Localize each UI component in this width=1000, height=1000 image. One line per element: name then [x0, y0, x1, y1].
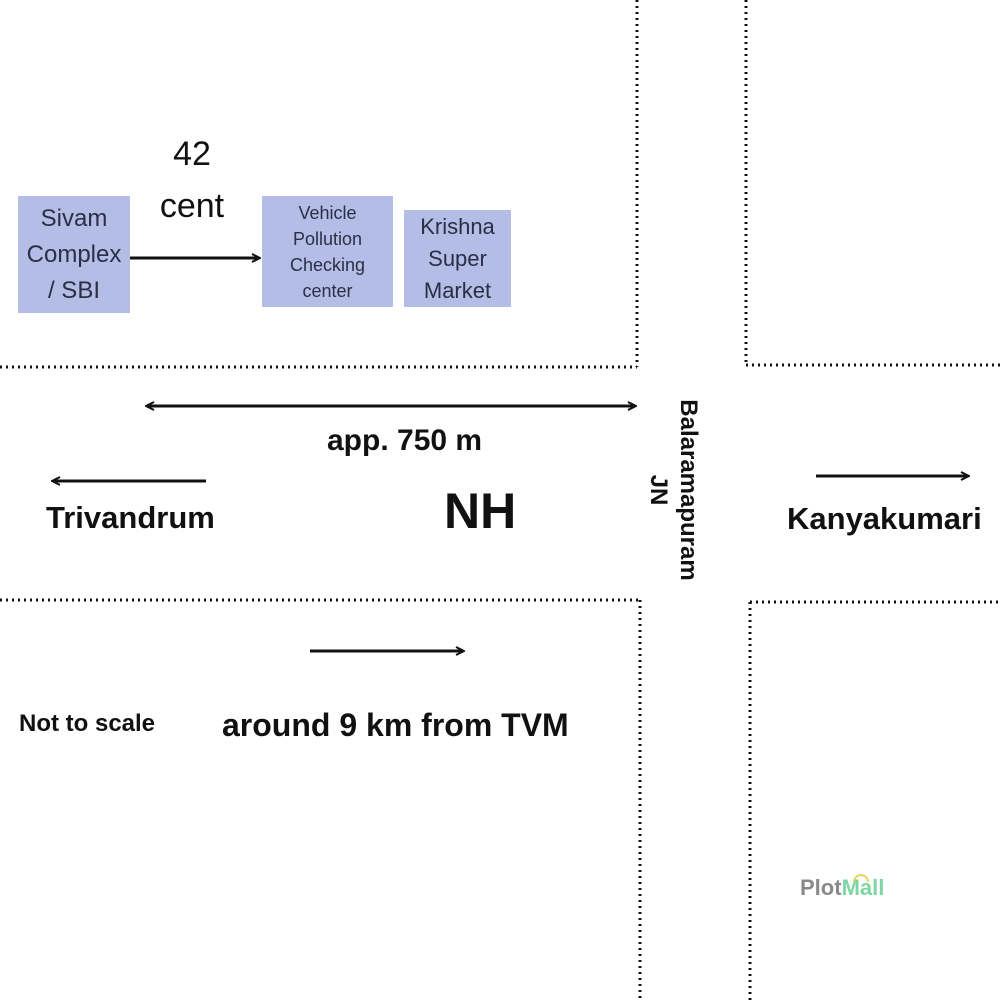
road-label: NH: [444, 483, 517, 539]
logo-part-plot: Plot: [800, 875, 842, 900]
building-label: Sivam Complex / SBI: [26, 204, 122, 304]
distance-label: app. 750 m: [327, 424, 483, 457]
building-sivam-complex: Sivam Complex / SBI: [18, 196, 130, 313]
junction-label: Balaramapuram JN: [645, 399, 702, 581]
building-krishna-supermarket: Krishna Super Market: [404, 210, 511, 307]
distance-from-city-label: around 9 km from TVM: [222, 707, 569, 743]
logo-part-mall: Mall: [841, 875, 885, 900]
plotmall-logo: PlotMall: [800, 875, 884, 901]
building-label: Vehicle Pollution Checking center: [289, 202, 366, 301]
direction-east-label: Kanyakumari: [787, 501, 982, 536]
logo-bulb-icon: [853, 874, 869, 883]
building-pollution-center: Vehicle Pollution Checking center: [262, 196, 393, 307]
building-label: Krishna Super Market: [420, 213, 495, 303]
plot-area-label: 42 cent: [159, 135, 225, 225]
direction-west-label: Trivandrum: [46, 500, 215, 535]
scale-note: Not to scale: [19, 710, 156, 737]
